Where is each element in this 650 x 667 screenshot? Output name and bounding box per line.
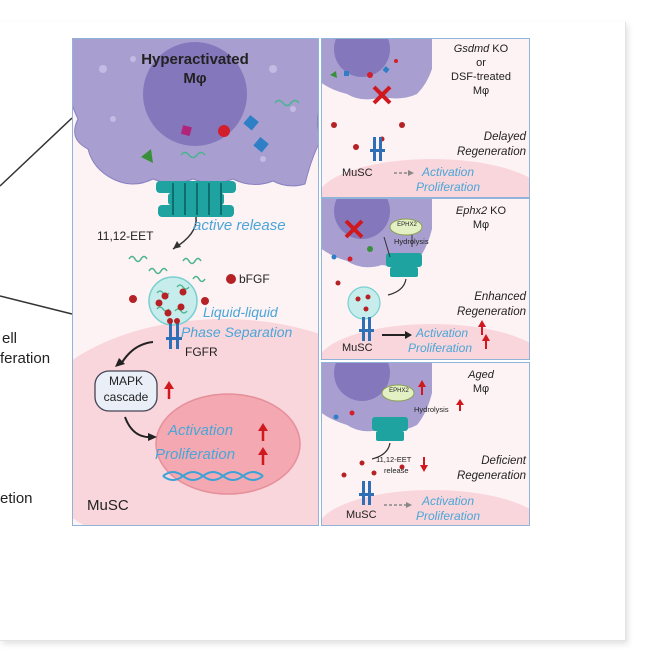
fgfr-label: FGFR [185, 345, 218, 359]
gsdmd-outcome-1: Delayed [483, 131, 526, 143]
dna-strand-a [162, 471, 264, 481]
ephx2-gene-name: Ephx2 [455, 205, 488, 217]
main-panel: Hyperactivated Mφ active release 11,12-E… [72, 38, 319, 526]
aged-activation: Activation [422, 494, 475, 508]
main-title-line2: Mφ [183, 70, 207, 87]
ephx2-musc-label: MuSC [342, 342, 373, 354]
mapk-label-line2: cascade [103, 390, 149, 404]
musc-nucleus [155, 393, 301, 495]
aged-eet-line1: 11,12-EET [376, 455, 412, 464]
gsdmd-illustration [322, 39, 529, 197]
granule [253, 136, 269, 153]
aged-outcome-2: Regeneration [456, 470, 526, 482]
ephx2-enzyme-label: EPHX2 [397, 222, 417, 228]
eet-label: 11,12-EET [97, 229, 154, 243]
gsdmd-title-m: Mφ [472, 85, 490, 97]
ephx2-outcome-2: Regeneration [456, 306, 526, 318]
gsdmd-panel: Gsdmd KO or DSF-treated Mφ Delayed Regen… [321, 38, 530, 198]
fgfr-receptor [166, 318, 182, 349]
llps-label-line1: Liquid-liquid [203, 304, 278, 320]
aged-title-1: Aged [468, 369, 494, 381]
granule [243, 114, 259, 131]
main-title-line1: Hyperactivated [141, 51, 249, 68]
gsdmd-title-or: or [476, 57, 486, 69]
mapk-box [94, 370, 158, 412]
bfgf-label: bFGF [239, 272, 270, 286]
aged-musc-label: MuSC [346, 509, 377, 521]
activation-label: Activation [168, 422, 234, 439]
aged-outcome-1: Deficient [481, 455, 526, 467]
gsdmd-gene-name: Gsdmd [453, 43, 490, 55]
gsdmd-activation: Activation [422, 165, 475, 179]
gsdmd-ko-label: KO [489, 43, 509, 55]
left-secretion-label: etion [0, 490, 33, 507]
llps-label-line2: Phase Separation [181, 324, 293, 340]
mapk-label-line1: MAPK [108, 374, 143, 388]
aged-enzyme-label: EPHX2 [389, 388, 409, 394]
main-panel-illustration [73, 39, 318, 525]
granule [180, 125, 192, 137]
active-release-label: active release [193, 217, 286, 234]
macrophage-nucleus [143, 42, 247, 146]
ephx2-activation: Activation [416, 326, 469, 340]
granule [218, 125, 230, 137]
pore-channel [156, 181, 236, 217]
aged-panel: EPHX2 Hydrolysis 11,12-EET release Aged … [321, 362, 530, 526]
ephx2-hydrolysis-label: Hydrolysis [394, 237, 429, 246]
gsdmd-musc-label: MuSC [342, 167, 373, 179]
ephx2-panel: EPHX2 Hydrolysis Ephx2 KO Mφ Enhanced Re… [321, 198, 530, 360]
aged-proliferation: Proliferation [416, 509, 481, 523]
ephx2-proliferation: Proliferation [408, 341, 473, 355]
aged-title-m: Mφ [472, 383, 490, 395]
ephx2-title-m: Mφ [472, 219, 490, 231]
ephx2-title-1: Ephx2 KO [436, 205, 526, 217]
musc-label: MuSC [87, 497, 129, 514]
granule [141, 149, 153, 163]
gsdmd-outcome-2: Regeneration [456, 146, 526, 158]
aged-eet-line2: release [384, 466, 409, 475]
aged-illustration [322, 363, 529, 525]
ephx2-ko-label: KO [487, 205, 507, 217]
left-cell-label: ell [2, 330, 18, 347]
gsdmd-title-dsf: DSF-treated [451, 71, 511, 83]
ephx2-illustration [322, 199, 529, 359]
aged-hydrolysis-label: Hydrolysis [414, 405, 449, 414]
dna-strand-b [162, 471, 264, 481]
gsdmd-title-1: Gsdmd KO [436, 43, 526, 55]
left-proliferation-label: feration [0, 350, 51, 367]
gsdmd-proliferation: Proliferation [416, 180, 481, 194]
bfgf-dot [226, 274, 236, 284]
proliferation-label: Proliferation [155, 446, 236, 463]
ephx2-outcome-1: Enhanced [474, 291, 526, 303]
